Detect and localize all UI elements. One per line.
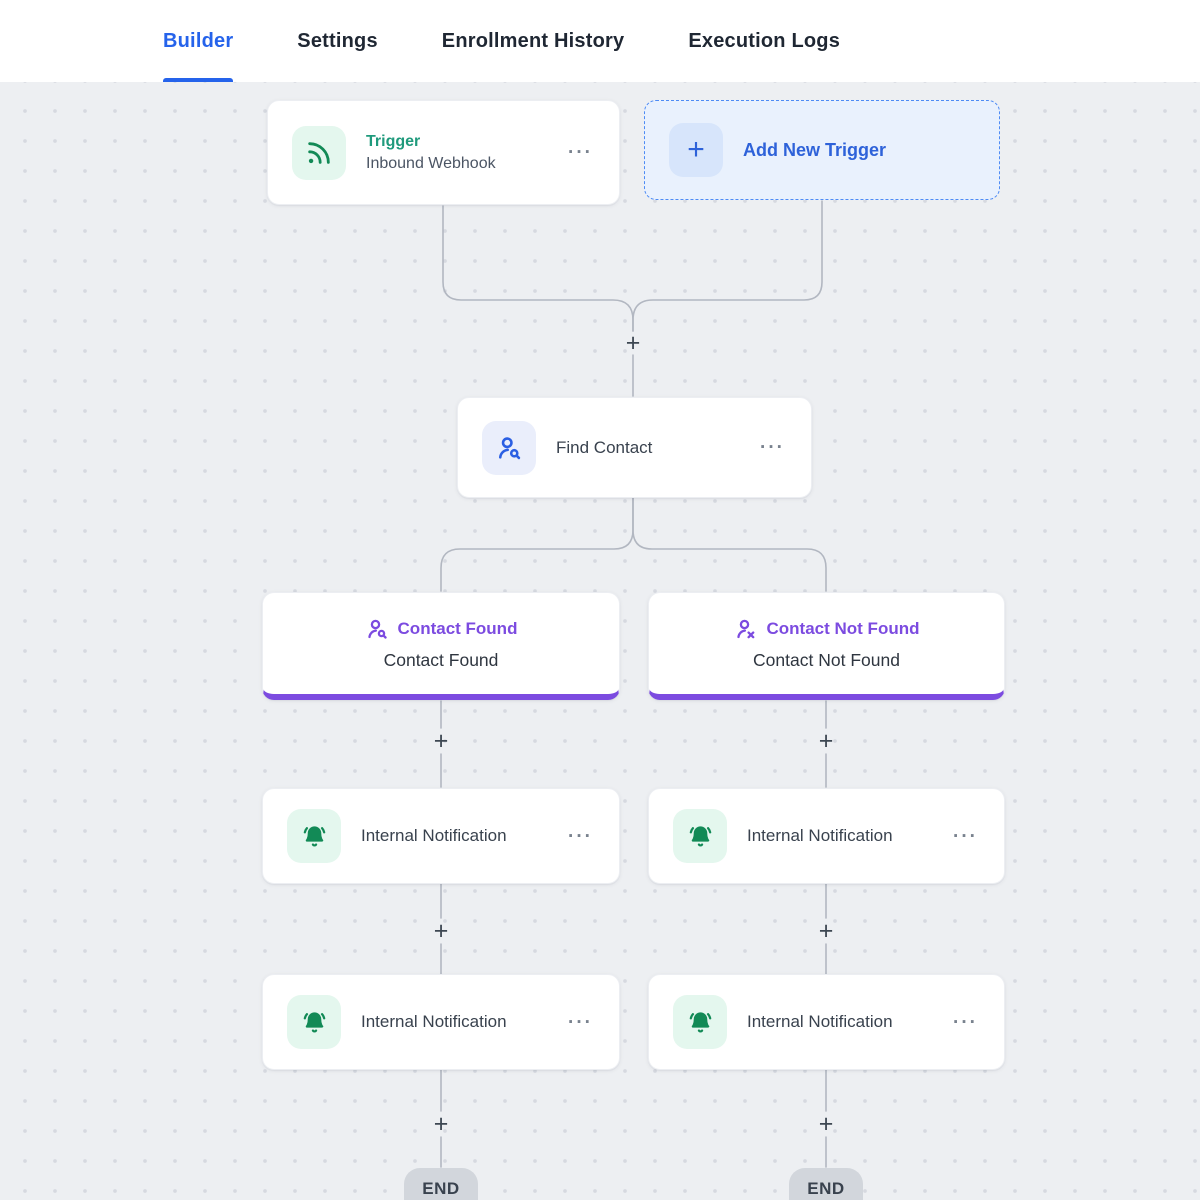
bell-icon (287, 809, 341, 863)
branch-subtitle: Contact Found (383, 649, 499, 670)
user-search-icon (482, 420, 536, 475)
add-step-button[interactable]: + (818, 1109, 834, 1138)
end-label: END (807, 1179, 845, 1198)
bell-icon (673, 809, 727, 863)
tab-builder[interactable]: Builder (163, 0, 234, 82)
action-label: Internal Notification (361, 1012, 507, 1031)
tab-bar: Builder Settings Enrollment History Exec… (0, 0, 1200, 82)
find-contact-node[interactable]: Find Contact ··· (457, 397, 812, 498)
internal-notification-node[interactable]: Internal Notification ··· (262, 974, 620, 1070)
action-menu-icon[interactable]: ··· (953, 825, 978, 847)
user-x-icon (734, 617, 758, 641)
plus-icon: + (669, 123, 723, 177)
bell-icon (673, 995, 727, 1049)
webhook-rss-icon (292, 125, 346, 180)
branch-contact-found[interactable]: Contact Found Contact Found (262, 592, 620, 700)
add-step-button[interactable]: + (818, 916, 834, 945)
action-menu-icon[interactable]: ··· (953, 1011, 978, 1033)
branch-contact-not-found[interactable]: Contact Not Found Contact Not Found (648, 592, 1005, 700)
add-step-button[interactable]: + (433, 726, 449, 755)
workflow-canvas[interactable]: Trigger Inbound Webhook ··· + Add New Tr… (0, 82, 1200, 1200)
internal-notification-node[interactable]: Internal Notification ··· (262, 788, 620, 884)
action-menu-icon[interactable]: ··· (568, 1011, 593, 1033)
trigger-node[interactable]: Trigger Inbound Webhook ··· (267, 100, 620, 205)
add-step-button[interactable]: + (818, 726, 834, 755)
find-contact-label: Find Contact (556, 437, 653, 457)
end-label: END (422, 1179, 460, 1198)
branch-title: Contact Found (397, 618, 518, 638)
internal-notification-node[interactable]: Internal Notification ··· (648, 974, 1005, 1070)
end-node: END (404, 1168, 478, 1200)
add-step-button[interactable]: + (433, 916, 449, 945)
trigger-menu-icon[interactable]: ··· (568, 142, 593, 163)
tab-settings[interactable]: Settings (297, 29, 378, 52)
add-step-button[interactable]: + (625, 328, 641, 357)
branch-title: Contact Not Found (766, 618, 920, 638)
add-new-trigger-label: Add New Trigger (743, 139, 887, 160)
internal-notification-node[interactable]: Internal Notification ··· (648, 788, 1005, 884)
trigger-text: Trigger Inbound Webhook (366, 131, 496, 174)
action-label: Internal Notification (747, 1012, 893, 1031)
bell-icon (287, 995, 341, 1049)
end-node: END (789, 1168, 863, 1200)
tab-execution-logs[interactable]: Execution Logs (688, 29, 841, 52)
user-search-icon (365, 617, 389, 641)
add-step-button[interactable]: + (433, 1109, 449, 1138)
find-contact-menu-icon[interactable]: ··· (760, 437, 785, 458)
add-new-trigger-button[interactable]: + Add New Trigger (644, 100, 1000, 200)
action-label: Internal Notification (747, 826, 893, 845)
trigger-title: Trigger (366, 132, 421, 150)
branch-subtitle: Contact Not Found (753, 649, 900, 670)
tab-enrollment-history[interactable]: Enrollment History (441, 29, 625, 52)
action-label: Internal Notification (361, 826, 507, 845)
action-menu-icon[interactable]: ··· (568, 825, 593, 847)
trigger-subtitle: Inbound Webhook (366, 154, 496, 172)
